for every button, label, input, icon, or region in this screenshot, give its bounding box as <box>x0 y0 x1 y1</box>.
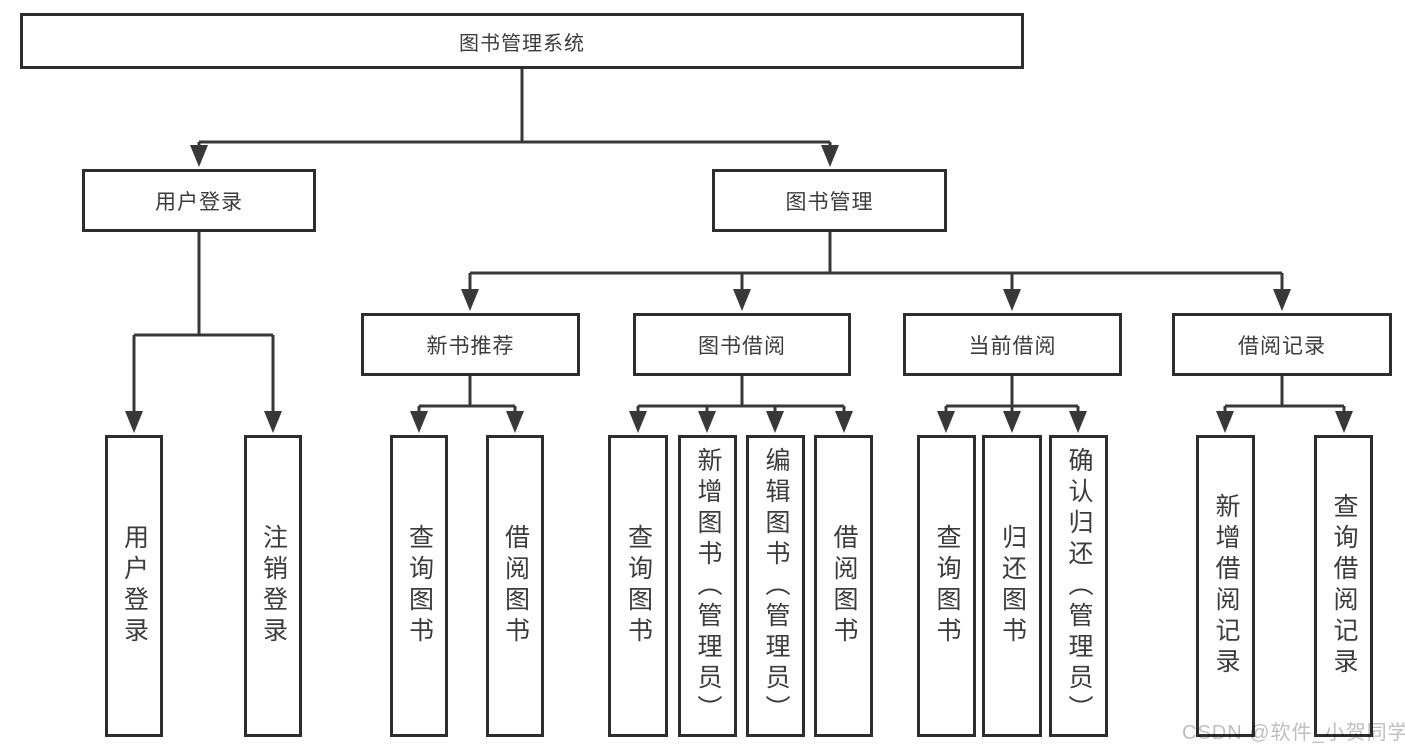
leaf-add-borrow-record: 新增借阅记录 <box>1196 435 1255 737</box>
node-book-management: 图书管理 <box>712 169 947 232</box>
node-borrowing-records: 借阅记录 <box>1172 313 1392 376</box>
node-book-borrowing: 图书借阅 <box>633 313 851 376</box>
leaf-query-books-current: 查询图书 <box>917 435 976 737</box>
node-user-login: 用户登录 <box>82 169 316 232</box>
leaf-return-books: 归还图书 <box>982 435 1042 737</box>
node-new-book-recommendation: 新书推荐 <box>361 313 580 376</box>
arrowheads <box>125 145 1353 433</box>
leaf-logout-login: 注销登录 <box>244 435 302 737</box>
leaf-query-books-borrowing: 查询图书 <box>608 435 668 737</box>
leaf-user-login: 用户登录 <box>105 435 163 737</box>
leaf-confirm-return-admin: 确认归还（管理员） <box>1049 435 1108 737</box>
node-current-borrowing: 当前借阅 <box>903 313 1122 376</box>
watermark: CSDN @软件_小贺同学 <box>1182 722 1405 744</box>
leaf-borrow-books-recommend: 借阅图书 <box>486 435 544 737</box>
leaf-add-books-admin: 新增图书（管理员） <box>678 435 737 737</box>
leaf-query-borrow-record: 查询借阅记录 <box>1314 435 1373 737</box>
leaf-query-books-recommend: 查询图书 <box>390 435 448 737</box>
node-root: 图书管理系统 <box>20 13 1024 69</box>
leaf-edit-books-admin: 编辑图书（管理员） <box>746 435 805 737</box>
leaf-borrow-books-borrowing: 借阅图书 <box>814 435 873 737</box>
